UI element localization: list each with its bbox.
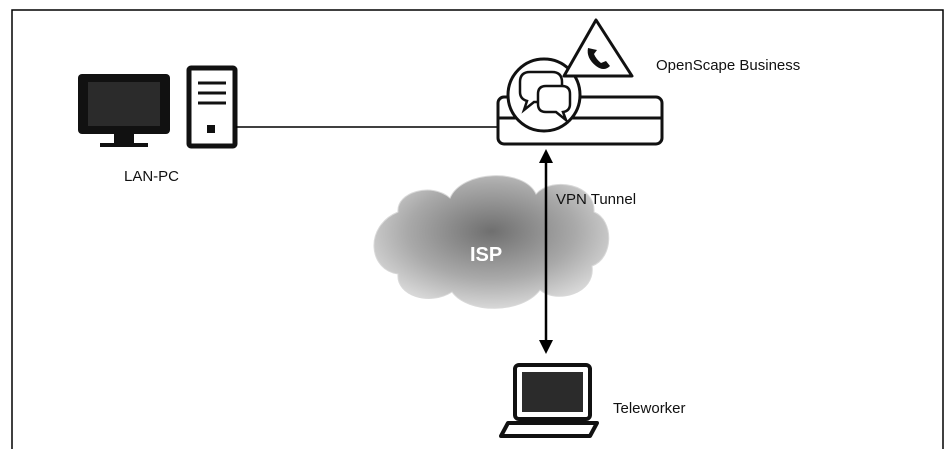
cloud-icon xyxy=(373,175,610,309)
lan-pc-label: LAN-PC xyxy=(124,168,180,185)
monitor-icon xyxy=(78,74,170,147)
communication-system-icon xyxy=(496,18,664,146)
teleworker-label: Teleworker xyxy=(613,400,686,417)
vpn-tunnel-label: VPN Tunnel xyxy=(556,191,637,208)
openscape-business-label: OpenScape Business xyxy=(656,57,801,74)
vpn-tunnel-arrow xyxy=(539,149,553,354)
laptop-icon xyxy=(499,363,599,438)
isp-label: ISP xyxy=(470,244,503,266)
diagram-border xyxy=(11,9,944,449)
pc-tower-icon xyxy=(186,65,238,149)
